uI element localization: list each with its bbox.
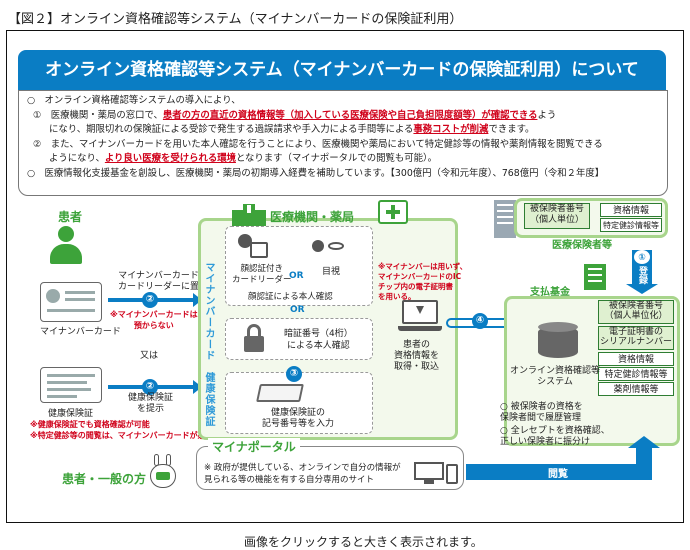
notes-box: ○ オンライン資格確認等システムの導入により、 ① 医療機関・薬局の窓口で、患者… <box>18 90 668 196</box>
fund-bullet-1: ○ 被保険者の資格を 保険者間で履歴管理 <box>500 402 583 423</box>
note-line: ② また、マイナンバーカードを用いた本人確認を行うことにより、医療機関や薬局にお… <box>33 138 603 150</box>
fund-drug: 薬剤情報等 <box>598 382 674 396</box>
arrow-head <box>193 380 202 394</box>
insurance-input-label: 健康保険証の 記号番号等を入力 <box>262 408 335 429</box>
note-highlight: 事務コストが削減 <box>413 124 489 135</box>
database-icon <box>538 322 578 362</box>
arrow-head <box>193 293 202 307</box>
step-badge-1: ① <box>634 250 650 264</box>
laptop-icon <box>398 300 442 334</box>
insurance-note-1: ※健康保険証でも資格確認が可能 <box>30 420 150 429</box>
note-text: ① 医療機関・薬局の窓口で、 <box>33 109 163 121</box>
terminal-label: 患者の 資格情報を 取得・取込 <box>394 340 440 372</box>
insurer-qual: 資格情報 <box>600 203 662 217</box>
keyboard-icon <box>256 384 304 402</box>
card-action-label: マイナンバーカードを カードリーダーに置く <box>118 271 209 292</box>
hospital-icon <box>232 204 266 226</box>
insurer-id-label: 被保険者番号 （個人単位） <box>524 203 590 229</box>
note-highlight: 患者の方の直近の資格情報等（加入している医療保険や自己負担限度額等）が確認できる <box>162 109 538 121</box>
patient-title: 患者 <box>58 210 83 224</box>
lock-icon <box>244 324 264 352</box>
mascot-icon <box>150 454 178 490</box>
insurance-note-2: ※特定健診等の閲覧は、マイナンバーカードが必要 <box>30 431 214 440</box>
office-icon <box>584 264 606 290</box>
figure-title: 【図２】オンライン資格確認等システム（マイナンバーカードの保険証利用） <box>8 12 463 27</box>
ic-chip-note: ※マイナンバーは用いず、 マイナンバーカードのIC チップ内の電子証明書 を用い… <box>378 262 468 301</box>
insurance-card-label: 健康保険証 <box>48 409 94 419</box>
fund-serial: 電子証明書の シリアルナンバー <box>598 326 674 350</box>
pin-label: 暗証番号（4桁） による本人確認 <box>284 329 353 351</box>
note-line: ① 医療機関・薬局の窓口で、患者の方の直近の資格情報等（加入している医療保険や自… <box>27 109 659 124</box>
note-highlight: より良い医療を受けられる環境 <box>104 153 236 164</box>
insurance-card-icon <box>40 367 102 403</box>
or-label: OR <box>290 305 305 315</box>
figure-image-frame[interactable] <box>6 30 684 523</box>
note-line: ○ 医療情報化支援基金を創設し、医療機関・薬局の初期導入経費を補助しています。【… <box>27 167 605 179</box>
register-label: 登録 <box>637 266 647 284</box>
fund-health: 特定健診情報等 <box>598 367 674 381</box>
note-text: になり、期限切れの保険証による受診で発生する過誤請求や手入力による手間等による <box>49 124 414 135</box>
arrow-browse <box>466 464 652 480</box>
step-badge-2: ② <box>142 292 158 308</box>
eye-icon <box>312 234 346 258</box>
vertical-label-mynumber: マイナンバーカード <box>203 262 214 361</box>
arrow-head <box>628 436 660 448</box>
note-text: よう <box>537 109 557 121</box>
face-confirm-label: 顔認証による本人確認 <box>248 292 333 302</box>
image-caption: 画像をクリックすると大きく表示されます。 <box>244 535 483 549</box>
user-label: 患者・一般の方 <box>62 472 147 486</box>
face-reader-icon <box>238 232 270 258</box>
note-line: になり、期限切れの保険証による受診で発生する過誤請求や手入力による手間等による事… <box>27 123 659 138</box>
insurer-title: 医療保険者等 <box>552 240 612 251</box>
visual-label: 目視 <box>322 267 341 277</box>
note-text: となります（マイナポータルでの閲覧も可能）。 <box>235 153 438 164</box>
insurance-action-label: 健康保険証 を提示 <box>128 393 174 414</box>
portal-text: ※ 政府が提供している、オンラインで自分の情報が 見られる等の機能を有する自分専… <box>204 463 401 485</box>
building-icon <box>494 200 516 238</box>
insurance-input-box <box>225 372 373 434</box>
arrow-head <box>626 284 658 294</box>
step-badge-4: ④ <box>472 313 488 329</box>
portal-title: マイナポータル <box>208 438 300 455</box>
person-icon <box>48 226 84 264</box>
or-label: 又は <box>140 351 159 361</box>
arrow-browse-up <box>636 446 652 480</box>
note-line: ようになり、より良い医療を受けられる環境となります（マイナポータルでの閲覧も可能… <box>27 152 659 167</box>
mynumber-card-label: マイナンバーカード <box>40 327 121 337</box>
browse-label: 閲覧 <box>548 469 568 480</box>
step-badge-3: ③ <box>286 366 302 382</box>
facility-title: 医療機関・薬局 <box>270 210 355 224</box>
phone-icon <box>446 464 458 484</box>
fund-bullet-2: ○ 全レセプトを資格確認、 正しい保険者に振分け <box>500 426 610 447</box>
fund-id-label: 被保険者番号 （個人単位化） <box>598 300 674 324</box>
step-badge-2: ② <box>142 379 158 395</box>
system-label: オンライン資格確認等 システム <box>510 366 601 387</box>
not-kept-note: ※マイナンバーカードは 預からない <box>110 310 198 330</box>
pharmacy-icon <box>378 200 408 224</box>
vertical-label-insurance: 健康保険証 <box>203 372 214 427</box>
note-text: できます。 <box>488 124 535 135</box>
face-reader-label: 顔認証付き カードリーダー <box>232 264 292 285</box>
note-text: ようになり、 <box>49 153 105 164</box>
insurer-health: 特定健診情報等 <box>600 218 662 232</box>
banner-title: オンライン資格確認等システム（マイナンバーカードの保険証利用）について <box>18 50 666 90</box>
or-label: OR <box>289 271 304 281</box>
note-line: ○ オンライン資格確認等システムの導入により、 <box>27 95 241 106</box>
monitor-icon <box>414 462 444 486</box>
mynumber-card-icon <box>40 282 102 322</box>
fund-qual: 資格情報 <box>598 352 674 366</box>
